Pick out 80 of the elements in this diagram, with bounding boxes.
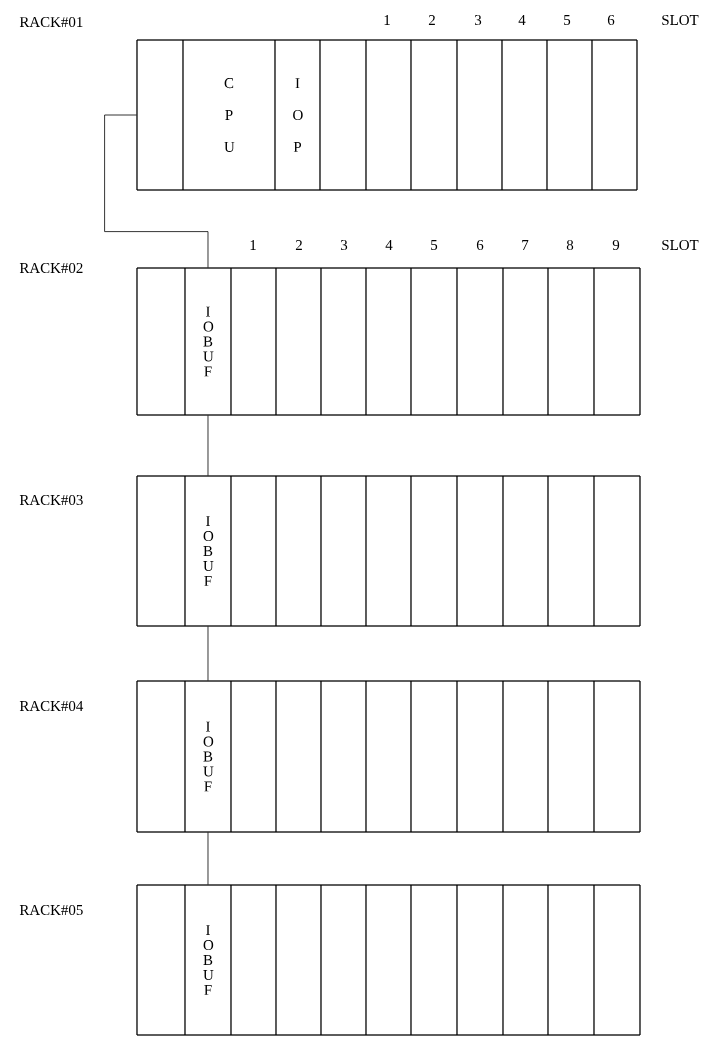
empty-slot [230,267,277,416]
empty-slot [275,475,322,627]
empty-slot [456,680,504,833]
empty-slot [502,884,549,1036]
slot-number: 5 [564,15,571,25]
module-slot: I O B U F [184,680,232,833]
connector-line [104,114,209,268]
empty-slot [230,884,277,1036]
slot-number: 2 [428,15,435,25]
empty-slot [320,267,367,416]
empty-slot [365,680,412,833]
empty-slot [136,267,186,416]
slot-number: 6 [476,240,484,250]
empty-slot [593,267,641,416]
empty-slot [320,884,367,1036]
slot-number: 8 [566,239,574,251]
empty-slot [275,680,322,833]
empty-slot [591,39,638,191]
empty-slot [502,680,549,833]
empty-slot [410,680,458,833]
empty-slot [136,884,186,1036]
empty-slot [319,39,367,191]
slot-number: 1 [250,240,256,250]
empty-slot [593,884,641,1036]
slot-number: 3 [341,240,348,250]
empty-slot [502,475,549,627]
rack-label: RACK#02 [19,262,83,274]
empty-slot [230,475,277,627]
empty-slot [547,475,595,627]
connector-line [207,832,209,885]
rack-label: RACK#05 [19,904,83,916]
empty-slot [136,680,186,833]
slot-number: 9 [612,240,620,250]
slot-number: SLOT [662,15,699,26]
empty-slot [593,475,641,627]
empty-slot [365,39,412,191]
empty-slot [365,884,412,1036]
slot-number: 4 [518,15,526,25]
empty-slot [547,680,595,833]
module-slot: I O B U F [184,884,232,1036]
empty-slot [593,680,641,833]
rack-label: RACK#04 [19,700,84,712]
empty-slot [502,267,549,416]
slot-number: 1 [384,15,390,25]
slot-number: 5 [431,240,438,250]
empty-slot [365,475,412,627]
empty-slot [456,267,504,416]
empty-slot [456,475,504,627]
rack-label: RACK#01 [19,16,83,28]
slot-number: 3 [475,15,482,26]
empty-slot [230,680,277,833]
empty-slot [136,475,186,627]
connector-line [207,626,209,681]
module-slot: C P U [182,39,276,191]
module-slot: I O B U F [184,475,232,627]
slot-number: 4 [385,240,393,250]
empty-slot [136,39,184,191]
connector-line [207,415,209,476]
rack-label: RACK#03 [19,494,83,506]
slot-number: 6 [607,15,615,26]
empty-slot [410,39,458,191]
empty-slot [410,475,458,627]
empty-slot [275,884,322,1036]
module-slot: I O B U F [184,267,232,416]
empty-slot [501,39,548,191]
empty-slot [456,884,504,1036]
empty-slot [320,680,367,833]
module-slot: I O P [274,39,321,191]
empty-slot [546,39,593,191]
empty-slot [320,475,367,627]
empty-slot [365,267,412,416]
empty-slot [410,267,458,416]
empty-slot [410,884,458,1036]
slot-number: 2 [295,240,302,250]
slot-number: SLOT [662,240,699,250]
empty-slot [456,39,503,191]
empty-slot [275,267,322,416]
empty-slot [547,267,595,416]
empty-slot [547,884,595,1036]
slot-number: 7 [522,240,529,250]
